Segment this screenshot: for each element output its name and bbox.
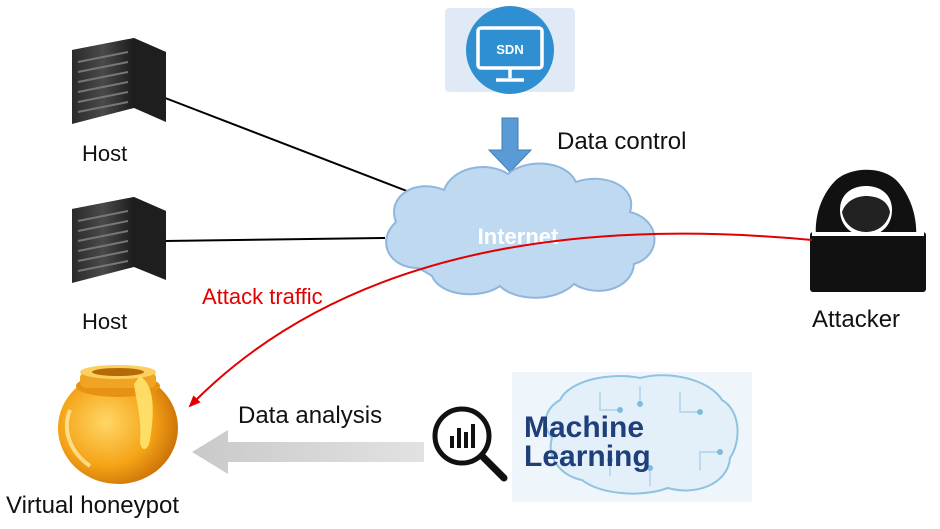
data-analysis-arrow	[192, 430, 424, 474]
attack-traffic-path	[188, 232, 813, 408]
machine-learning-graphic: Machine Learning	[512, 372, 752, 502]
attack-traffic-label: Attack traffic	[202, 284, 323, 309]
honeypot-icon	[58, 365, 178, 484]
sdn-label: SDN	[496, 42, 523, 57]
ml-line1: Machine	[524, 411, 644, 444]
link-host-bottom-internet	[164, 237, 386, 242]
hacker-icon	[810, 169, 926, 292]
honeypot-label: Virtual honeypot	[6, 492, 180, 519]
ml-line2: Learning	[524, 440, 651, 473]
server-icon	[72, 38, 166, 124]
host-bottom-label: Host	[82, 309, 128, 334]
cloud-icon: Internet	[385, 162, 656, 299]
data-analysis-label: Data analysis	[238, 402, 383, 429]
sdn-icon: SDN	[445, 6, 575, 94]
server-icon	[72, 197, 166, 283]
link-host-top-internet	[159, 95, 426, 199]
data-control-arrow	[487, 117, 533, 173]
magnifier-chart-icon	[432, 406, 508, 482]
attacker-label: Attacker	[812, 306, 901, 333]
host-top-label: Host	[82, 141, 128, 166]
data-control-label: Data control	[557, 128, 687, 155]
internet-label: Internet	[478, 224, 559, 249]
